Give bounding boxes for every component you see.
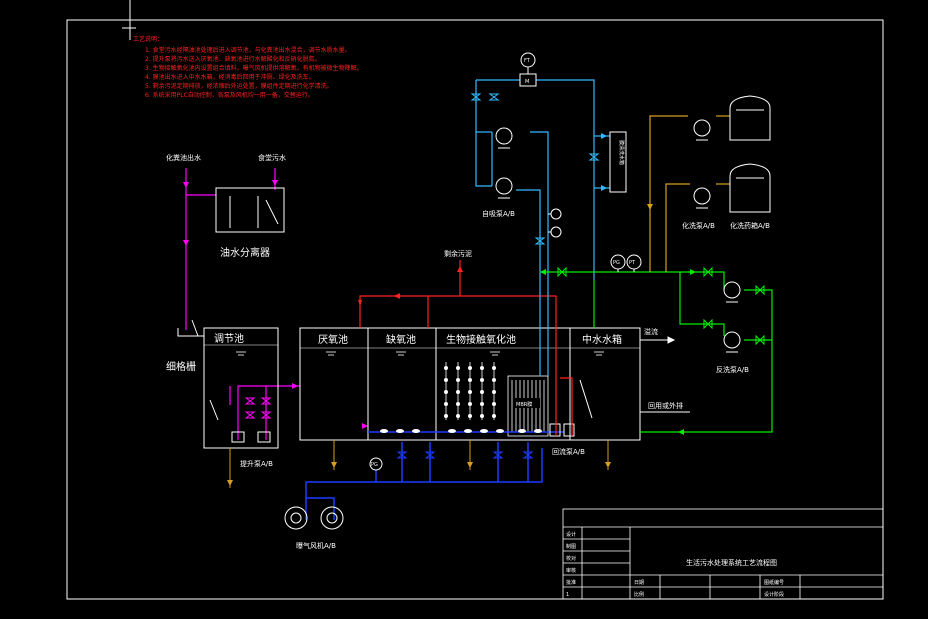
title-block (562, 508, 884, 600)
process-notes: 工艺说明： 1. 食堂污水经隔油池处理后进入调节池，与化粪池出水混合，调节水质水… (133, 35, 363, 99)
note-line-3: 3. 生物接触氧化池内设置组合填料，曝气风机提供溶解氧，有机物被微生物降解。 (145, 64, 363, 72)
permeate-arrows (601, 133, 607, 191)
return-pump-label: 回流泵A/B (552, 447, 585, 456)
reclaimed-pg-label: PG (613, 260, 620, 266)
membrane-cleaning-tank: 膜清洗水箱 (609, 131, 627, 193)
air-pressure-gauge: PG (369, 457, 383, 471)
permeate-gauges (548, 208, 562, 238)
diffusers (380, 429, 542, 433)
note-line-5: 5. 剩余污泥定期排放，经浓缩后外运处置，膜组件定期进行化学清洗。 (145, 82, 333, 90)
tb-bottom-right-1: 图纸编号 (764, 579, 784, 586)
lift-pump-valves (244, 397, 272, 419)
treatment-tanks: 厌氧池 缺氧池 生物接触氧化池 中水水箱 (299, 327, 641, 441)
return-pumps (549, 379, 593, 437)
tank-title-regulating: 调节池 (214, 332, 244, 345)
septic-outlet-label: 化粪池出水 (166, 153, 201, 162)
mbr-label: MBR膜 (516, 401, 532, 408)
outlet-arrows (640, 336, 690, 413)
note-line-4: 4. 膜池出水进入中水水箱，经消毒后回用于冲厕、绿化及洗车。 (145, 73, 315, 81)
sludge-drain-arrows (227, 462, 611, 486)
tb-row-1: 设计 (566, 531, 576, 538)
dosing-arrows (647, 204, 653, 210)
tank-title-anaerobic: 厌氧池 (318, 333, 348, 346)
tank-title-anoxic: 缺氧池 (386, 333, 416, 346)
reclaimed-arrows (540, 269, 696, 435)
lift-pump-label: 提升泵A/B (240, 459, 273, 468)
mbr-label-bg (514, 398, 540, 408)
tb-row-4: 审核 (566, 567, 576, 574)
water-level-marks (236, 351, 604, 356)
inlet-arrows (183, 180, 368, 429)
tb-row-5: 批准 (566, 579, 576, 586)
ft-label: FT (524, 58, 531, 64)
dosing-tank-label: 化洗药箱A/B (730, 221, 770, 230)
canteen-water-label: 食堂污水 (258, 153, 286, 162)
dosing-tanks (729, 95, 771, 213)
oil-separator-label: 油水分离器 (220, 246, 270, 259)
air-pg-label: PG (371, 462, 378, 468)
reclaimed-instruments: PG PT (610, 254, 642, 272)
fine-screen-label: 细格栅 (166, 360, 196, 373)
permeate-valves (470, 93, 600, 245)
dosing-piping (649, 115, 730, 272)
tb-row-3: 校对 (566, 555, 576, 562)
vert-box-label: 膜清洗水箱 (618, 140, 625, 165)
backwash-pump-label: 反洗泵A/B (716, 365, 749, 374)
air-valves (396, 451, 534, 459)
air-blowers (284, 506, 344, 530)
red-arrows (358, 266, 463, 306)
air-piping (305, 442, 543, 520)
note-line-6: 6. 系统采用PLC自动控制，各泵及风机均一用一备，交替运行。 (145, 91, 314, 99)
reuse-label: 回用或外排 (648, 401, 683, 410)
fine-screen (177, 319, 204, 337)
note-line-2: 2. 提升泵将污水送入厌氧池、缺氧池进行水解酸化和反硝化脱氮。 (145, 55, 321, 63)
oil-separator (215, 187, 285, 233)
m-label: M (525, 79, 529, 85)
aerator-label: 曝气风机A/B (296, 541, 336, 550)
tank-title-contact: 生物接触氧化池 (446, 333, 516, 346)
tb-row-2: 制图 (566, 543, 576, 550)
lift-pumps (231, 431, 271, 443)
notes-title: 工艺说明： (133, 35, 163, 43)
dosing-pump-label: 化洗泵A/B (682, 221, 715, 230)
reclaimed-pt-label: PT (629, 260, 636, 266)
tb-bottom-left-1: 日期 (634, 580, 644, 586)
reclaimed-valves (557, 266, 765, 346)
self-prime-pump-label: 自吸泵A/B (482, 209, 515, 218)
self-prime-pumps (495, 127, 513, 199)
tb-bottom-left-2: 比例 (634, 591, 644, 598)
drawing-frame (66, 0, 884, 600)
dosing-pumps (693, 119, 711, 209)
flow-transmitter: FT M (519, 52, 537, 87)
tb-sheet: 1 (566, 592, 569, 598)
inlet-piping (185, 168, 300, 440)
note-line-1: 1. 食堂污水经隔油池处理后进入调节池，与化粪池出水混合，调节水质水量。 (145, 46, 351, 54)
reclaimed-piping (544, 271, 773, 433)
backwash-pumps (723, 281, 741, 353)
permeate-piping (475, 79, 610, 376)
tank-title-reclaimed: 中水水箱 (582, 333, 622, 346)
bio-media-tufts (444, 366, 496, 418)
drawing-title: 生活污水处理系统工艺流程图 (686, 558, 777, 567)
tb-bottom-right-2: 设计阶段 (764, 591, 784, 598)
overflow-label: 溢流 (644, 327, 658, 336)
regulating-tank: 调节池 (203, 327, 279, 449)
red-piping (359, 260, 573, 436)
excess-sludge-label: 剩余污泥 (444, 249, 472, 258)
